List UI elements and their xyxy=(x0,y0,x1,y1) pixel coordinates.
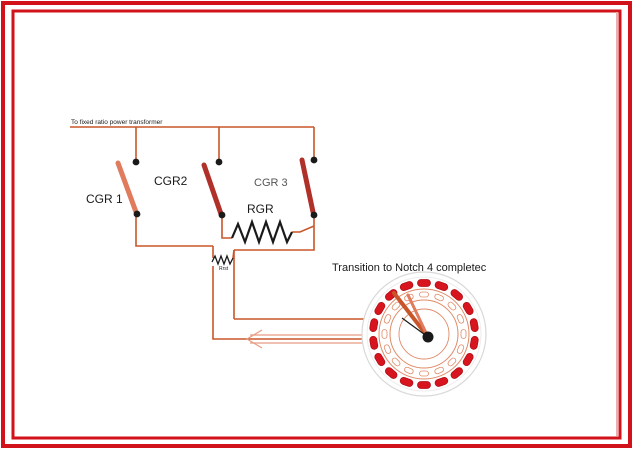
inner-contact-pad xyxy=(456,314,465,324)
inner-contact-pad xyxy=(456,344,465,354)
inner-contact-pad xyxy=(381,329,388,339)
inner-contact-pad xyxy=(383,314,392,324)
outer-contact-pad xyxy=(385,367,398,379)
inner-contact-pad xyxy=(391,357,401,367)
bridge-resistor-right-lead xyxy=(232,249,235,259)
selector-hub xyxy=(422,331,434,343)
cgr2-top-contact xyxy=(215,158,223,166)
rgr-right-wire xyxy=(292,225,315,233)
cgr1-bottom-contact xyxy=(133,210,141,218)
inner-contact-pads xyxy=(381,291,467,377)
inner-contact-pad xyxy=(419,370,429,377)
inner-contact-pad xyxy=(434,293,444,302)
outer-contact-pad xyxy=(374,353,386,366)
inner-contact-pad xyxy=(447,357,457,367)
supply-label: To fixed ratio power transformer xyxy=(71,119,163,126)
selector-pad-ring-outer xyxy=(378,288,470,380)
selector-inner-track xyxy=(398,308,450,360)
inner-contact-pad xyxy=(434,366,444,375)
status-caption: Transition to Notch 4 completec xyxy=(332,262,487,274)
outer-contact-pad xyxy=(450,367,463,379)
inner-contact-pad xyxy=(404,366,414,375)
arrow-head xyxy=(245,329,263,349)
bridge-resistor-label: Rrst xyxy=(219,266,229,272)
inner-contact-pad xyxy=(383,344,392,354)
rgr-label: RGR xyxy=(247,202,274,216)
cgr2-label: CGR2 xyxy=(154,174,188,188)
inner-contact-pad xyxy=(460,329,467,339)
bridge-resistor xyxy=(211,246,235,266)
cgr2-blade xyxy=(201,162,224,217)
outer-contact-pad xyxy=(469,318,479,332)
direction-arrow xyxy=(245,329,365,349)
switch-cgr3 xyxy=(299,156,318,219)
outer-contact-pad xyxy=(399,281,414,292)
outer-contact-pad xyxy=(462,302,474,315)
cgr1-output-wire xyxy=(135,214,213,247)
outer-contact-pad xyxy=(462,353,474,366)
selector-arm-right xyxy=(406,293,430,339)
inner-contact-pad xyxy=(419,291,429,298)
cgr2-bottom-contact xyxy=(218,211,226,219)
outer-contact-pad xyxy=(434,281,449,292)
cgr3-blade xyxy=(299,157,316,215)
rgr-resistor-symbol xyxy=(230,218,293,246)
bridge-resistor-zigzag xyxy=(211,254,234,266)
selector-disc xyxy=(361,271,487,397)
selector-arm-left xyxy=(392,291,430,339)
frame-inner-border xyxy=(11,9,622,440)
switch-cgr2 xyxy=(201,158,226,219)
wiring xyxy=(70,126,388,340)
rgr-left-wire xyxy=(221,216,232,239)
switch-cgr1 xyxy=(115,158,141,218)
outer-contact-pad xyxy=(417,279,431,287)
cgr3-bottom-contact xyxy=(310,211,318,219)
outer-contact-pad xyxy=(434,376,449,387)
outer-contact-pad xyxy=(369,318,379,332)
outer-contact-pad xyxy=(469,336,479,350)
cgr3-output-wire xyxy=(234,216,315,251)
selector-pad-ring-inner xyxy=(389,299,459,369)
cgr3-top-contact xyxy=(310,156,318,164)
cgr1-blade xyxy=(115,160,139,215)
inner-contact-pad xyxy=(447,301,457,311)
outer-contact-pad xyxy=(374,302,386,315)
cgr1-top-contact xyxy=(132,158,140,166)
selector-outer-rim-shade xyxy=(366,276,482,392)
outer-contact-pad xyxy=(450,289,463,301)
outer-contact-pad xyxy=(399,376,414,387)
return-wire xyxy=(212,266,372,340)
cgr3-label: CGR 3 xyxy=(254,177,288,189)
cgr1-label: CGR 1 xyxy=(86,192,123,206)
outer-contact-pad xyxy=(417,381,431,389)
outer-contact-pad xyxy=(369,336,379,350)
